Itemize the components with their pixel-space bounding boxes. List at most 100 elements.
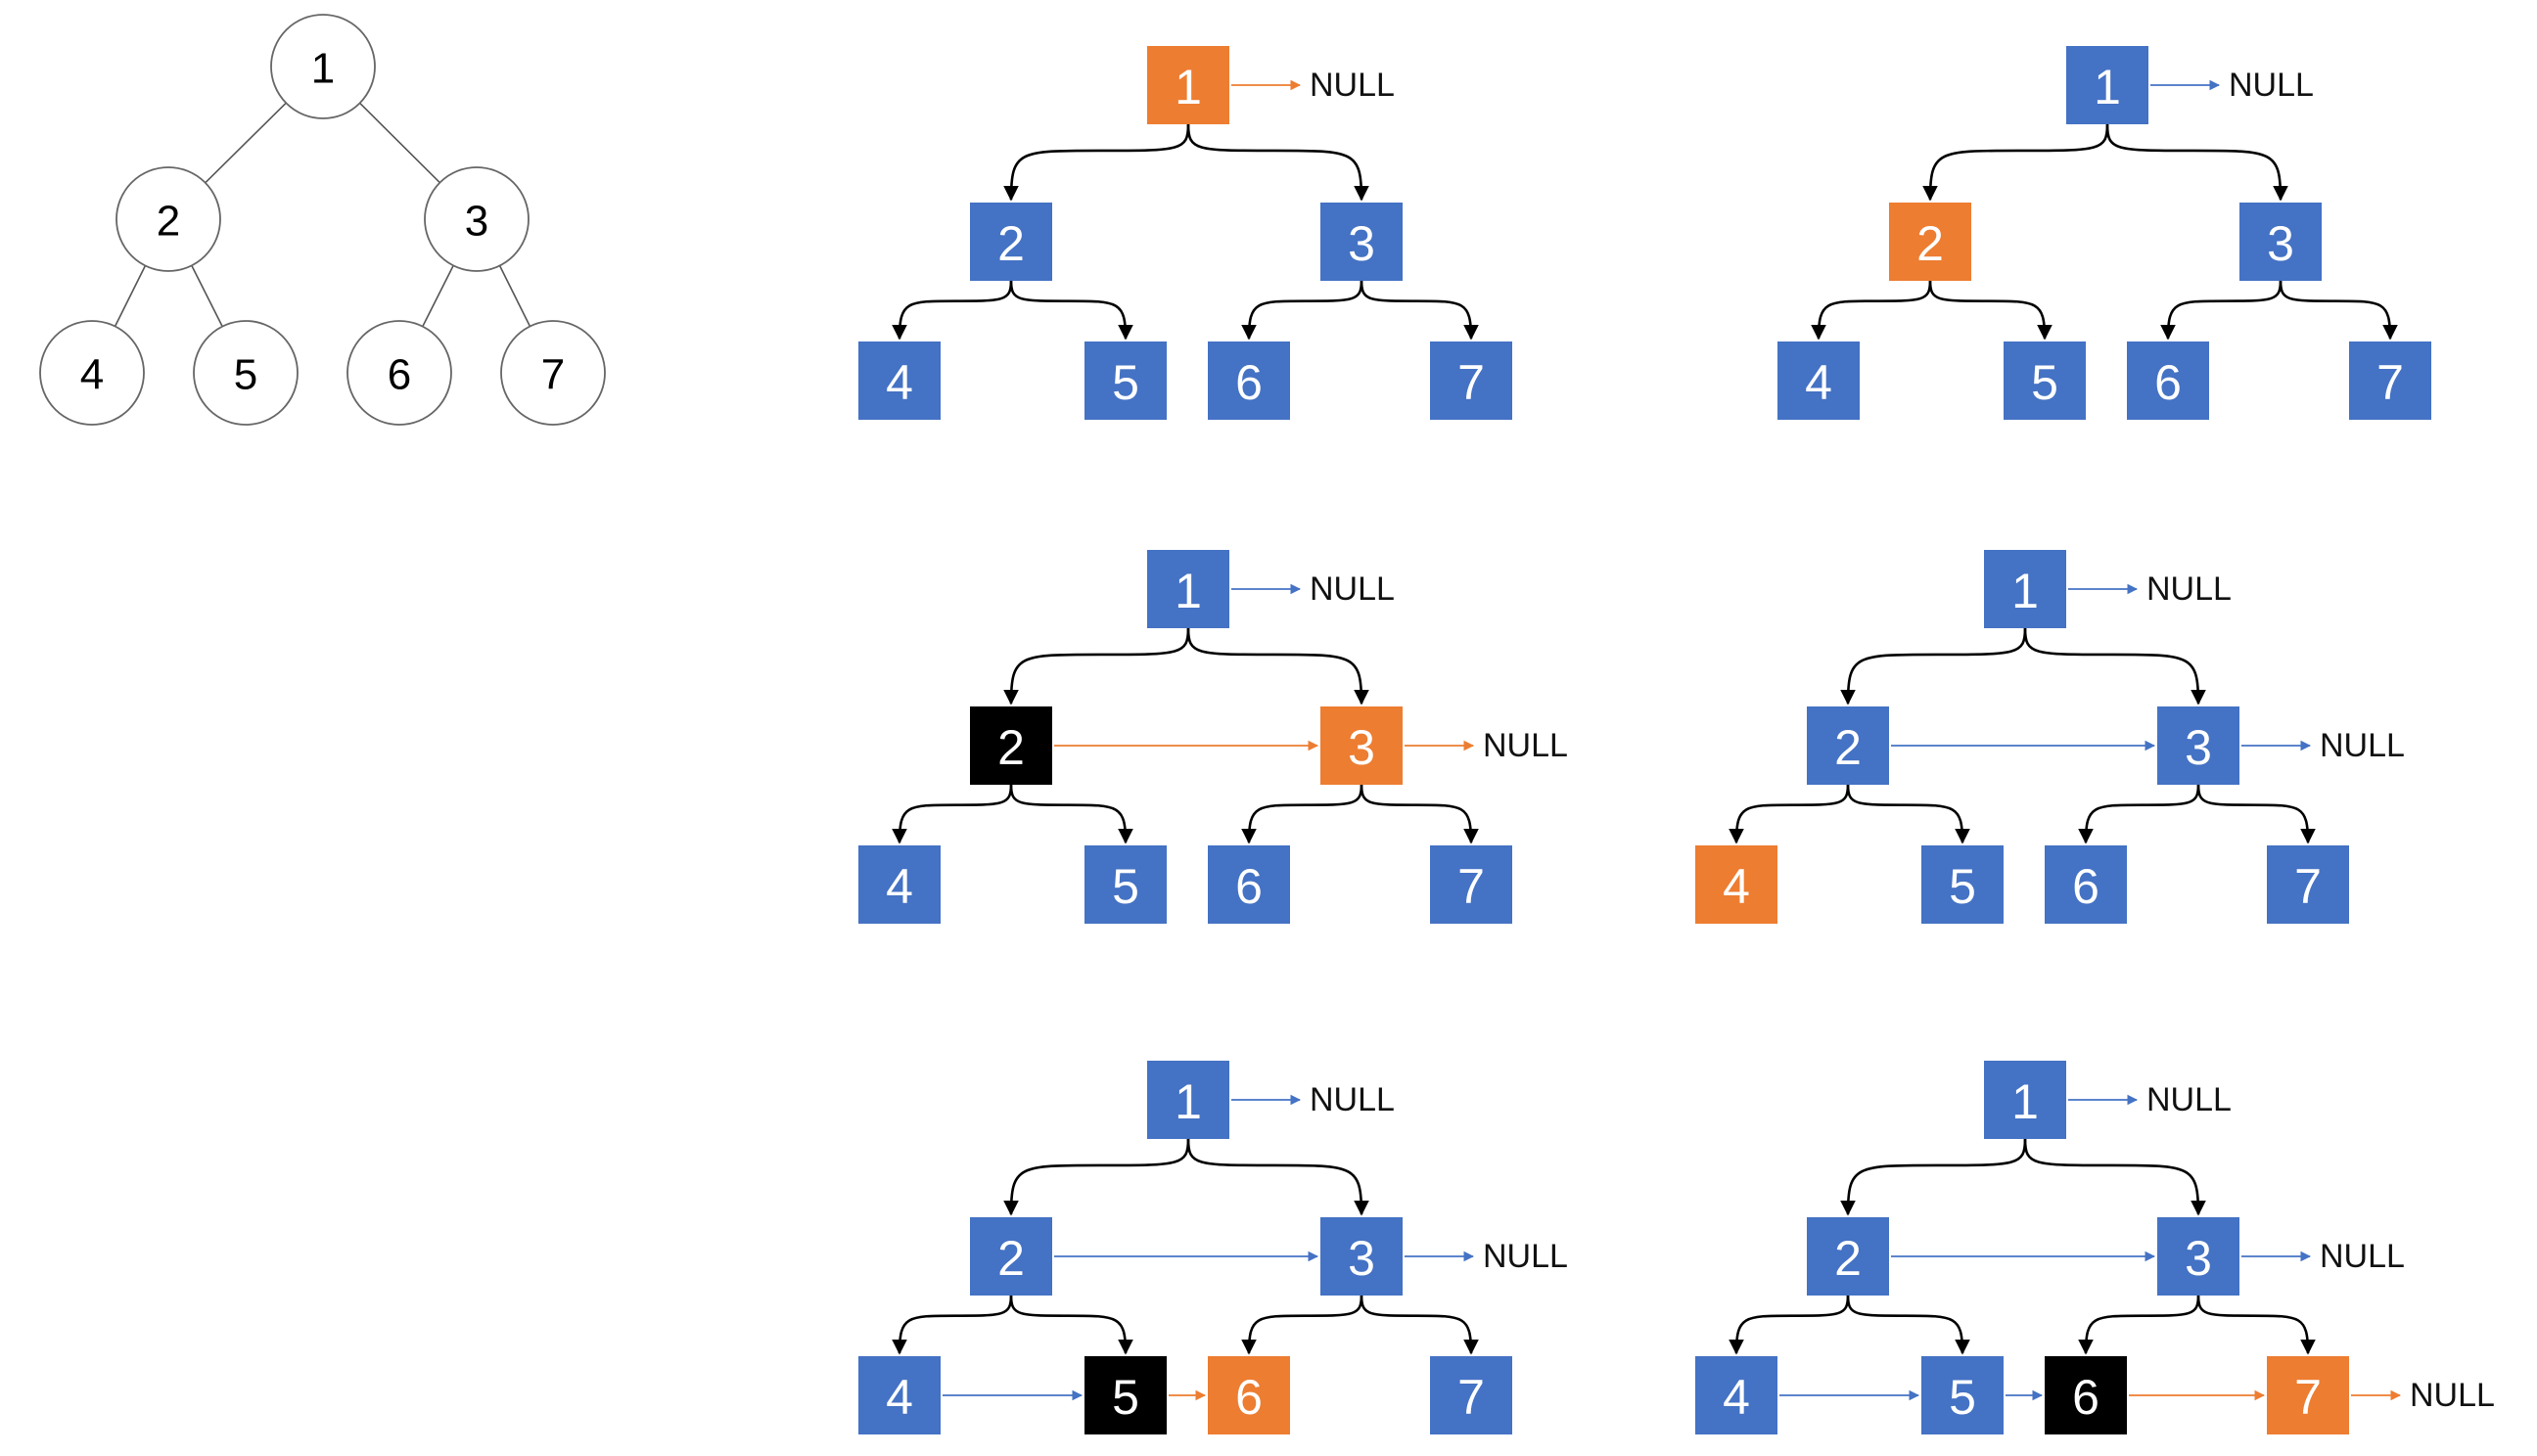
- tree-edge-3-7: [1360, 280, 1479, 341]
- tree-edge-2-4: [1729, 1295, 1850, 1355]
- tree-node-3: [1320, 1217, 1403, 1296]
- tree-node-6: [2045, 845, 2127, 924]
- tree-edge-2-4: [892, 784, 1013, 844]
- tree-node-label: 4: [886, 859, 913, 914]
- tree-node-4: [858, 341, 941, 420]
- reference-node-1: [270, 14, 376, 119]
- tree-node-label: 6: [1235, 355, 1263, 410]
- tree-node-3: [1320, 203, 1403, 281]
- tree-node-label: 3: [2267, 216, 2294, 271]
- reference-node-label: 2: [157, 198, 180, 246]
- tree-edge-1-2: [1003, 1138, 1190, 1216]
- null-label: NULL: [2410, 1377, 2495, 1414]
- tree-node-4: [1695, 1356, 1777, 1434]
- tree-node-label: 5: [1949, 859, 1976, 914]
- tree-edge-2-4: [1729, 784, 1850, 844]
- tree-edge-2-4: [1811, 280, 1932, 341]
- tree-edge-2-5: [1846, 784, 1970, 844]
- tree-node-label: 1: [1175, 564, 1202, 618]
- tree-node-2: [1889, 203, 1971, 281]
- tree-node-7: [2267, 1356, 2349, 1434]
- tree-node-label: 6: [2154, 355, 2182, 410]
- tree-node-label: 6: [1235, 1370, 1263, 1425]
- tree-node-label: 1: [2094, 60, 2121, 114]
- tree-node-label: 2: [1834, 720, 1862, 775]
- tree-edge-1-2: [1922, 123, 2109, 202]
- tree-node-5: [2004, 341, 2086, 420]
- tree-node-3: [1320, 706, 1403, 785]
- tree-node-label: 1: [2011, 564, 2039, 618]
- tree-edge-1-3: [1186, 627, 1369, 705]
- tree-node-1: [1147, 46, 1229, 124]
- reference-node-4: [39, 320, 145, 426]
- tree-edge-3-7: [1360, 1295, 1479, 1355]
- null-label: NULL: [1310, 570, 1395, 608]
- tree-node-label: 1: [1175, 1074, 1202, 1129]
- tree-node-3: [2157, 706, 2239, 785]
- reference-node-label: 5: [234, 351, 257, 399]
- step-panel-2: NULL 1 2 3 4 5 6 7: [1777, 46, 2431, 420]
- tree-node-6: [2045, 1356, 2127, 1434]
- tree-node-label: 4: [1723, 1370, 1750, 1425]
- tree-node-4: [1777, 341, 1860, 420]
- null-label: NULL: [2229, 67, 2314, 104]
- reference-node-2: [115, 166, 221, 272]
- tree-edge-1-3: [1186, 1138, 1369, 1216]
- tree-node-7: [1430, 341, 1512, 420]
- tree-node-3: [2239, 203, 2322, 281]
- tree-edge-3-6: [1241, 784, 1363, 844]
- reference-edge-2-5: [191, 264, 223, 328]
- reference-edge-1-2: [205, 102, 287, 184]
- reference-edge-3-6: [422, 264, 454, 328]
- reference-edge-3-7: [498, 265, 531, 327]
- tree-node-6: [1208, 341, 1290, 420]
- null-label: NULL: [2146, 570, 2232, 608]
- null-label: NULL: [1310, 1081, 1395, 1118]
- null-label: NULL: [1483, 1238, 1568, 1275]
- tree-node-4: [858, 1356, 941, 1434]
- tree-node-label: 7: [2376, 355, 2404, 410]
- tree-node-label: 2: [1916, 216, 1944, 271]
- tree-node-label: 4: [886, 1370, 913, 1425]
- tree-node-label: 5: [1112, 859, 1139, 914]
- reference-node-label: 7: [541, 351, 565, 399]
- tree-node-label: 3: [1348, 216, 1375, 271]
- tree-node-label: 5: [2031, 355, 2058, 410]
- tree-edge-2-4: [892, 280, 1013, 341]
- tree-edge-1-2: [1840, 627, 2027, 705]
- reference-node-label: 6: [388, 351, 411, 399]
- tree-node-label: 2: [1834, 1231, 1862, 1286]
- tree-node-2: [970, 706, 1052, 785]
- tree-node-label: 3: [1348, 1231, 1375, 1286]
- tree-node-6: [1208, 845, 1290, 924]
- tree-node-7: [2349, 341, 2431, 420]
- tree-node-label: 5: [1949, 1370, 1976, 1425]
- tree-node-label: 2: [997, 720, 1025, 775]
- tree-edge-3-6: [1241, 280, 1363, 341]
- null-label: NULL: [1310, 67, 1395, 104]
- tree-node-1: [1147, 1061, 1229, 1139]
- reference-node-7: [500, 320, 606, 426]
- tree-node-5: [1921, 1356, 2004, 1434]
- tree-node-5: [1084, 1356, 1167, 1434]
- tree-node-label: 3: [1348, 720, 1375, 775]
- tree-edge-3-6: [2078, 784, 2200, 844]
- null-label: NULL: [2146, 1081, 2232, 1118]
- tree-node-label: 7: [2294, 859, 2322, 914]
- tree-edge-1-3: [1186, 123, 1369, 202]
- tree-edge-2-5: [1846, 1295, 1970, 1355]
- null-label: NULL: [2320, 727, 2405, 764]
- tree-node-label: 4: [1805, 355, 1832, 410]
- tree-node-label: 7: [1457, 355, 1485, 410]
- tree-node-4: [1695, 845, 1777, 924]
- tree-node-5: [1084, 845, 1167, 924]
- tree-node-label: 1: [2011, 1074, 2039, 1129]
- tree-edge-2-5: [1009, 280, 1133, 341]
- tree-node-1: [1984, 550, 2066, 628]
